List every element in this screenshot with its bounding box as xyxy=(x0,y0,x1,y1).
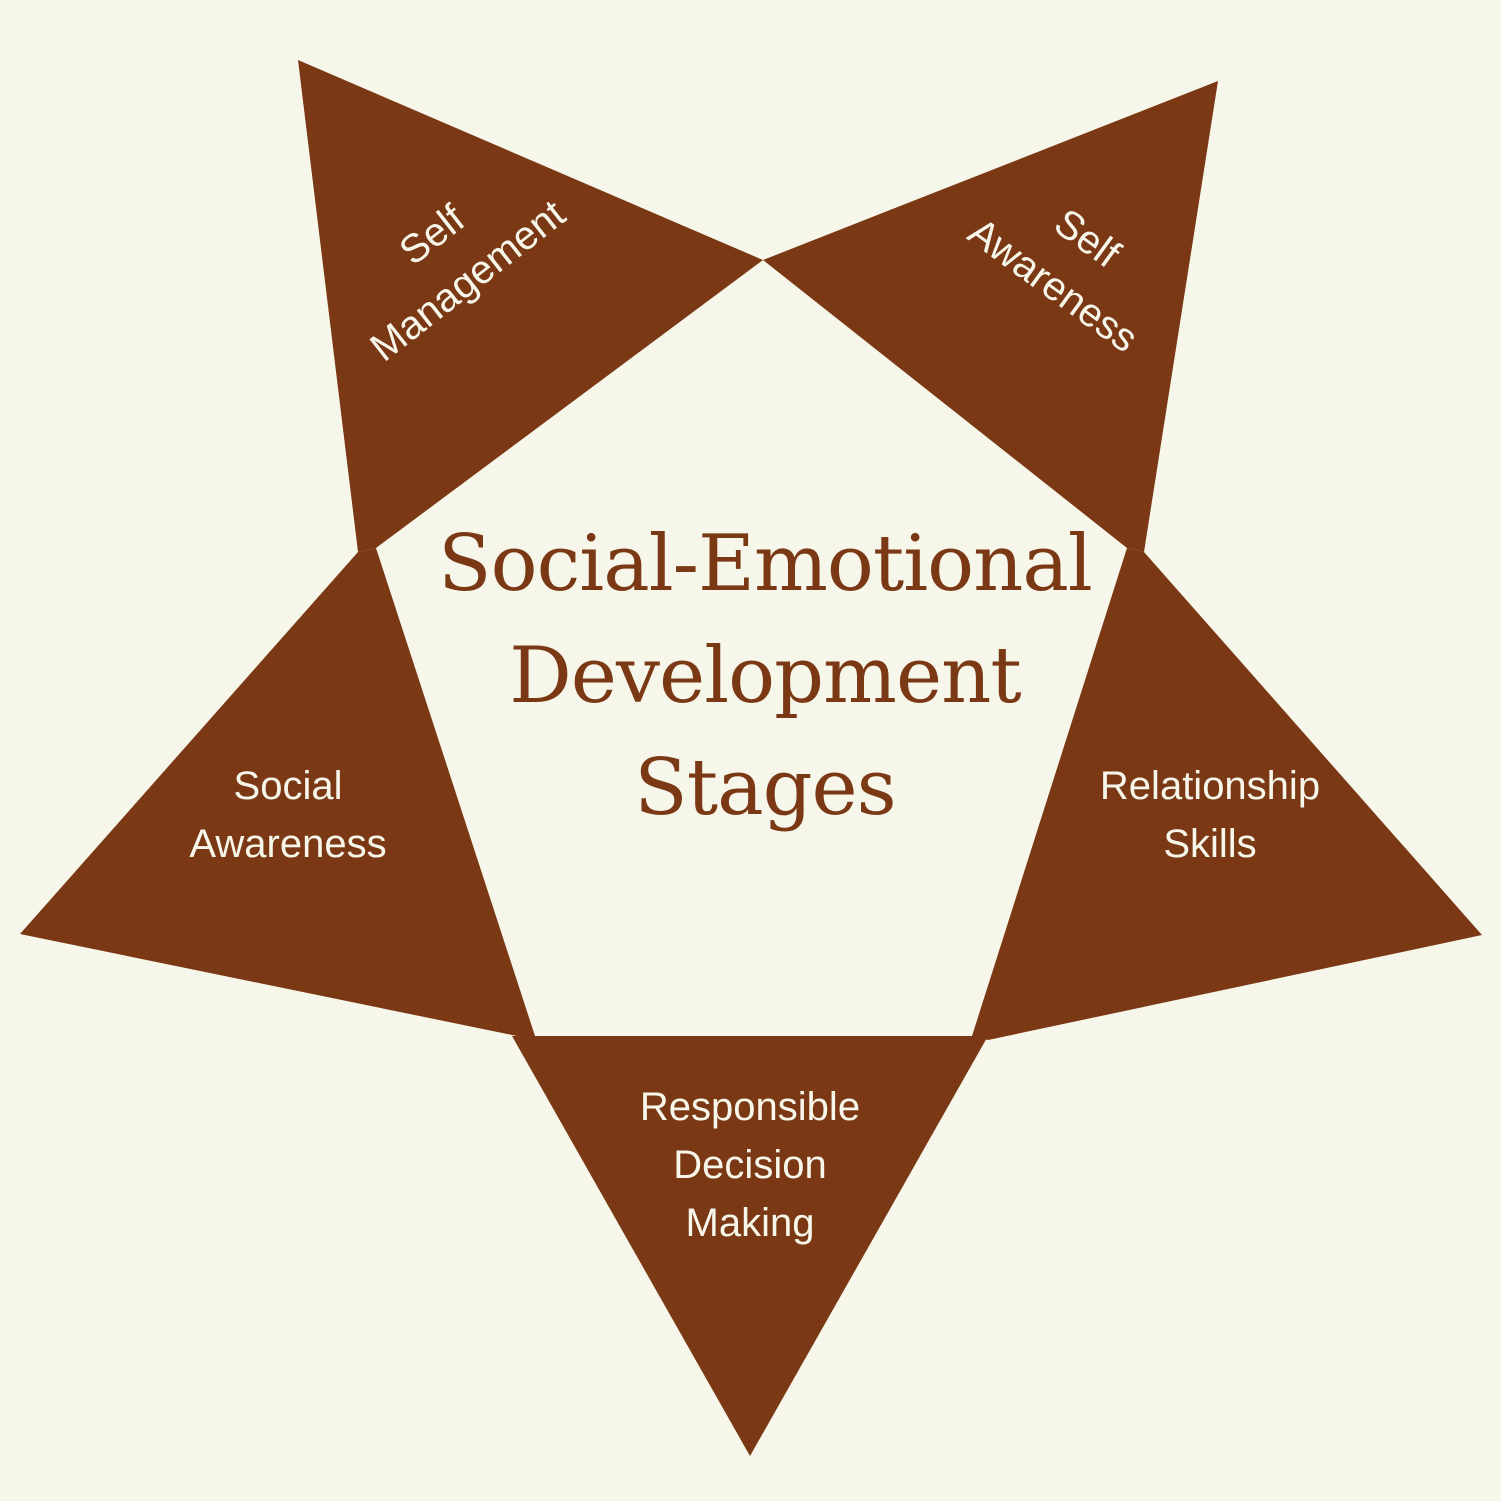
star-point-relationship-skills xyxy=(972,548,1482,1040)
label-line: Responsible xyxy=(639,1085,861,1129)
label-line: Awareness xyxy=(189,822,387,866)
star-point-self-management xyxy=(298,60,763,552)
label-line: Decision xyxy=(673,1143,827,1187)
label-line: Skills xyxy=(1163,822,1257,866)
star-point-responsible-decision-making xyxy=(512,1036,988,1456)
label-line: Making xyxy=(685,1201,815,1245)
label-responsible-decision-making: Responsible Decision Making xyxy=(590,1078,910,1252)
label-social-awareness: Social Awareness xyxy=(138,757,438,873)
label-line: Social xyxy=(233,764,343,808)
title-line-3: Stages xyxy=(634,743,896,833)
diagram-title: Social-Emotional Development Stages xyxy=(360,508,1170,844)
label-relationship-skills: Relationship Skills xyxy=(1060,757,1360,873)
title-line-2: Development xyxy=(509,631,1021,721)
star-point-self-awareness xyxy=(763,81,1218,552)
star-point-social-awareness xyxy=(20,548,535,1036)
title-line-1: Social-Emotional xyxy=(438,519,1093,609)
label-line: Relationship xyxy=(1099,764,1321,808)
